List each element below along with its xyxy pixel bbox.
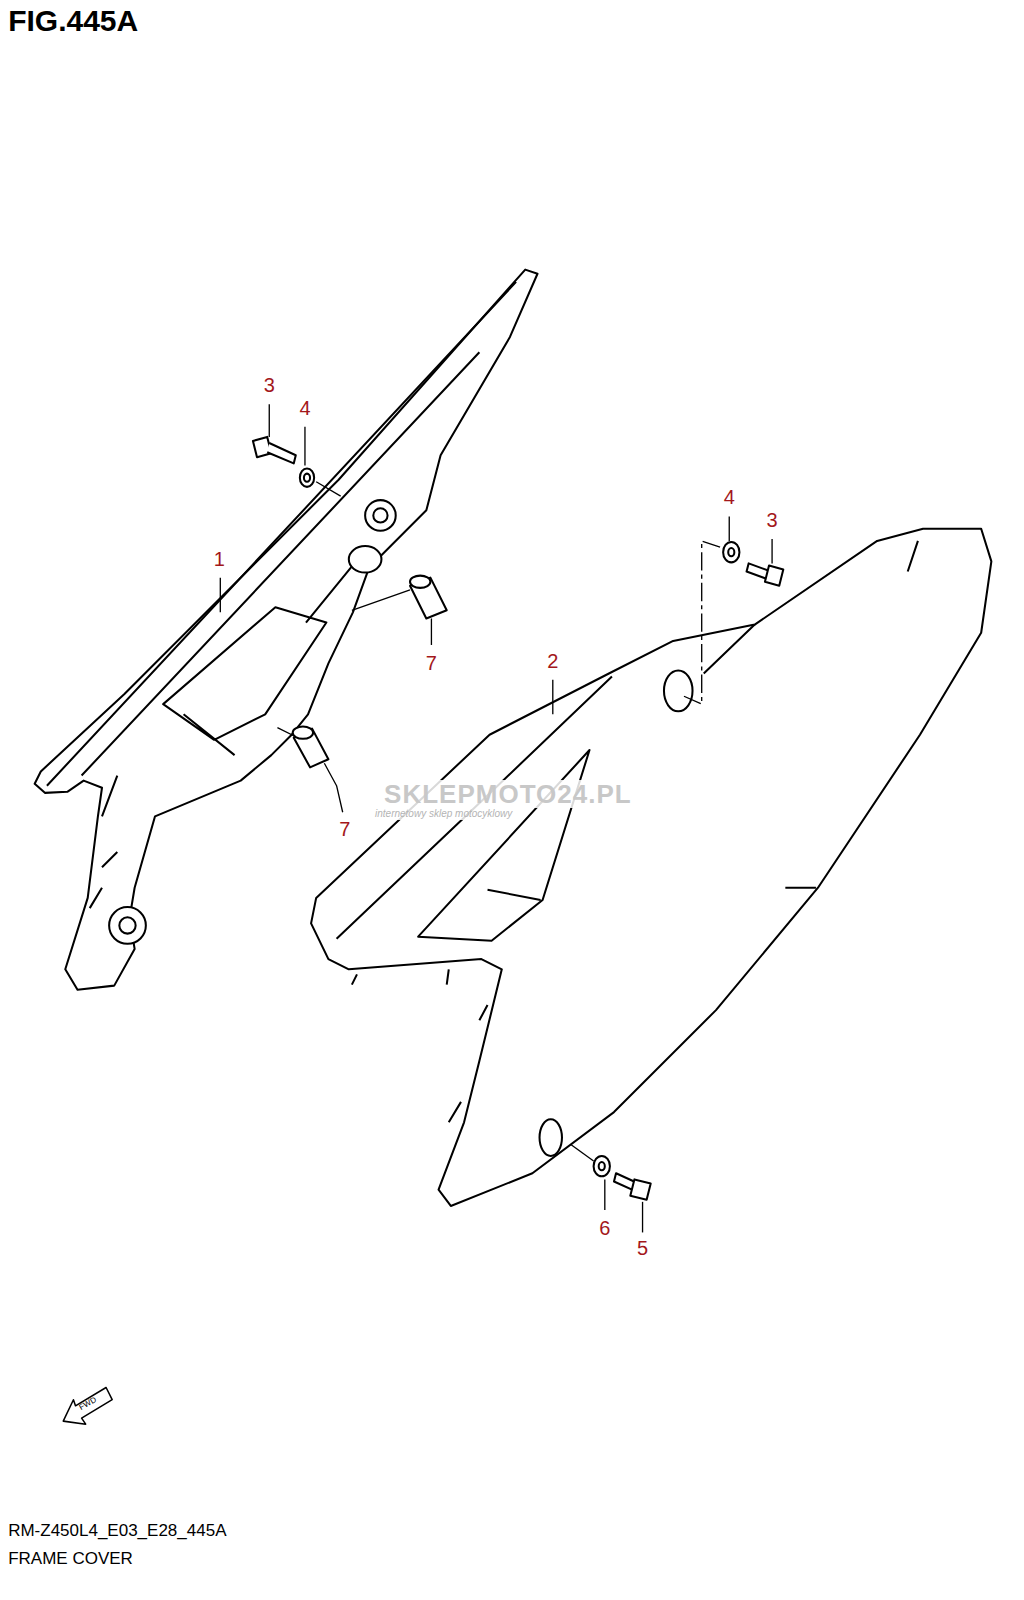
callout-number: 1: [214, 549, 225, 569]
callout-number: 6: [599, 1218, 610, 1238]
mount-hole: [540, 1119, 562, 1156]
callout-number: 3: [264, 375, 275, 395]
spacer: [293, 727, 329, 768]
cover-rib: [337, 541, 918, 941]
figure-caption: FRAME COVER: [8, 1550, 133, 1567]
leader-line: [220, 404, 772, 1232]
washer: [723, 542, 739, 562]
callout-number: 2: [547, 651, 558, 671]
bolt: [747, 563, 784, 585]
washer-hole: [599, 1162, 605, 1170]
callout-number: 4: [724, 487, 735, 507]
washer-hole: [728, 548, 734, 556]
callout-number: 5: [637, 1238, 648, 1258]
bolt: [253, 437, 296, 464]
frame-cover-right: [311, 529, 991, 1206]
mount-hole-inner: [373, 508, 387, 522]
callout-number: 4: [299, 398, 310, 418]
tab: [352, 969, 488, 1122]
frame-cover-rib: [47, 282, 516, 786]
bolt: [614, 1173, 651, 1200]
callout-number: 7: [426, 653, 437, 673]
figure-code: RM-Z450L4_E03_E28_445A: [8, 1522, 226, 1539]
watermark-subtitle: internetowy sklep motocyklowy: [372, 808, 515, 820]
callout-number: 3: [767, 510, 778, 530]
mount-hole: [664, 670, 693, 711]
watermark: SKLEPMOTO24.PL: [381, 780, 635, 808]
callout-number: 7: [339, 819, 350, 839]
fwd-arrow: [63, 1387, 112, 1424]
mount-hole-inner: [119, 917, 135, 933]
mount-hole: [365, 500, 396, 531]
washer: [300, 469, 314, 487]
figure-title: FIG.445A: [8, 6, 138, 36]
spacer-seat: [349, 546, 382, 573]
spacer: [410, 576, 447, 619]
tab: [90, 776, 118, 909]
washer-hole: [304, 474, 310, 482]
washer: [594, 1156, 610, 1176]
mount-hole: [109, 907, 146, 944]
